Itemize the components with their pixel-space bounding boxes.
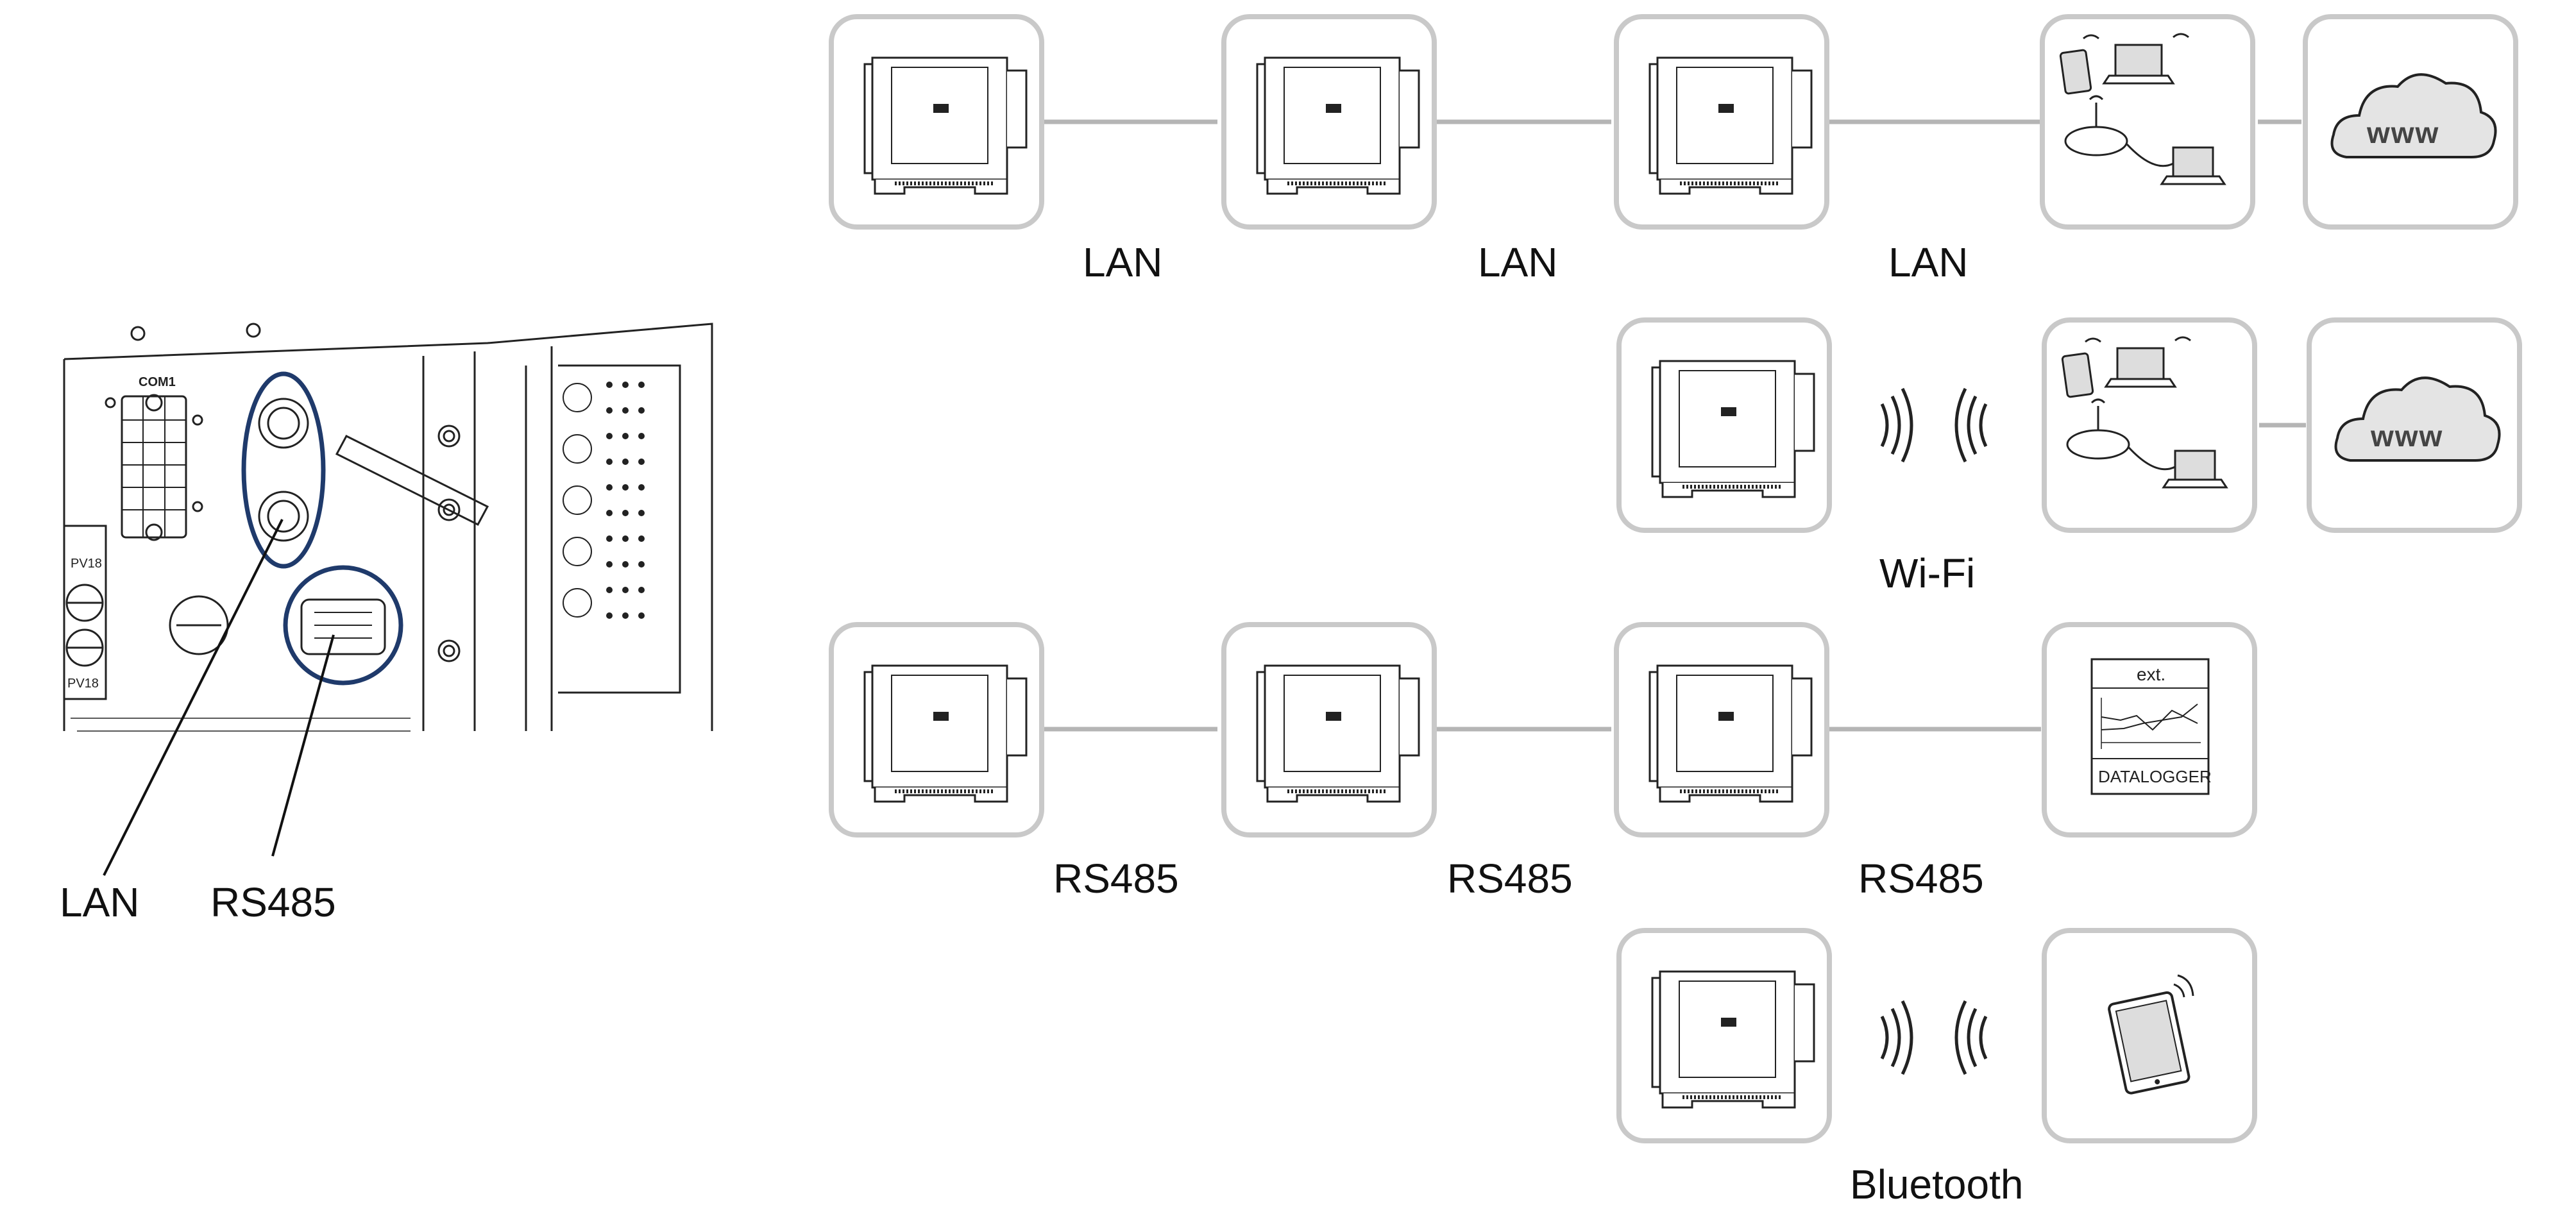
- cloud-text: www: [2367, 116, 2440, 149]
- inverter-icon: [1651, 970, 1815, 1109]
- inverter-icon: [863, 56, 1028, 195]
- rs485-link-label-2: RS485: [1447, 855, 1573, 902]
- network-devices-icon: [2059, 33, 2226, 185]
- pv-label-top: PV18: [71, 557, 102, 571]
- lan-link-label-3: LAN: [1888, 239, 1969, 285]
- datalogger-icon: [2090, 658, 2210, 795]
- inverter-icon: [1256, 664, 1420, 803]
- inverter-tile: [1616, 928, 1832, 1143]
- cloud-tile: www: [2303, 14, 2518, 230]
- network-devices-icon: [2061, 336, 2228, 489]
- inverter-tile: [1614, 14, 1829, 230]
- datalogger-tile: ext. DATALOGGER: [2042, 622, 2257, 837]
- tablet-tile: [2042, 928, 2257, 1143]
- inverter-icon: [1648, 664, 1813, 803]
- inverter-icon: [1651, 360, 1815, 498]
- lan-link-label-1: LAN: [1083, 239, 1163, 285]
- datalogger-ext-label: ext.: [2137, 664, 2166, 684]
- pv-label-bottom: PV18: [67, 677, 99, 691]
- inverter-icon: [863, 664, 1028, 803]
- datalogger-label: DATALOGGER: [2098, 767, 2212, 786]
- cloud-text: www: [2371, 419, 2444, 453]
- cloud-www-icon: [2334, 376, 2501, 462]
- rs485-port-label: RS485: [210, 879, 336, 925]
- inverter-tile: [1616, 317, 1832, 533]
- inverter-tile: [1614, 622, 1829, 837]
- inverter-tile: [829, 14, 1044, 230]
- com1-label: COM1: [139, 375, 176, 389]
- cloud-www-icon: [2330, 73, 2497, 158]
- inverter-tile: [1221, 14, 1437, 230]
- network-devices-tile-wifi: [2042, 317, 2257, 533]
- rs485-link-label-3: RS485: [1858, 855, 1984, 902]
- inverter-tile: [829, 622, 1044, 837]
- rs485-link-label-1: RS485: [1053, 855, 1179, 902]
- bluetooth-label: Bluetooth: [1850, 1161, 2024, 1208]
- wifi-label: Wi-Fi: [1879, 550, 1976, 596]
- tablet-icon: [2108, 974, 2194, 1095]
- inverter-tile: [1221, 622, 1437, 837]
- wifi-signal-icon: [1880, 387, 1988, 463]
- rs485-pointer: [271, 634, 335, 857]
- port-highlight: [241, 371, 403, 686]
- lan-port-label: LAN: [60, 879, 140, 925]
- network-devices-tile: [2040, 14, 2255, 230]
- inverter-connection-panel: [63, 323, 713, 732]
- bluetooth-signal-icon: [1880, 1000, 1988, 1075]
- lan-pointer: [103, 519, 284, 876]
- lan-link-label-2: LAN: [1478, 239, 1558, 285]
- inverter-icon: [1256, 56, 1420, 195]
- inverter-icon: [1648, 56, 1813, 195]
- cloud-tile-wifi: www: [2307, 317, 2522, 533]
